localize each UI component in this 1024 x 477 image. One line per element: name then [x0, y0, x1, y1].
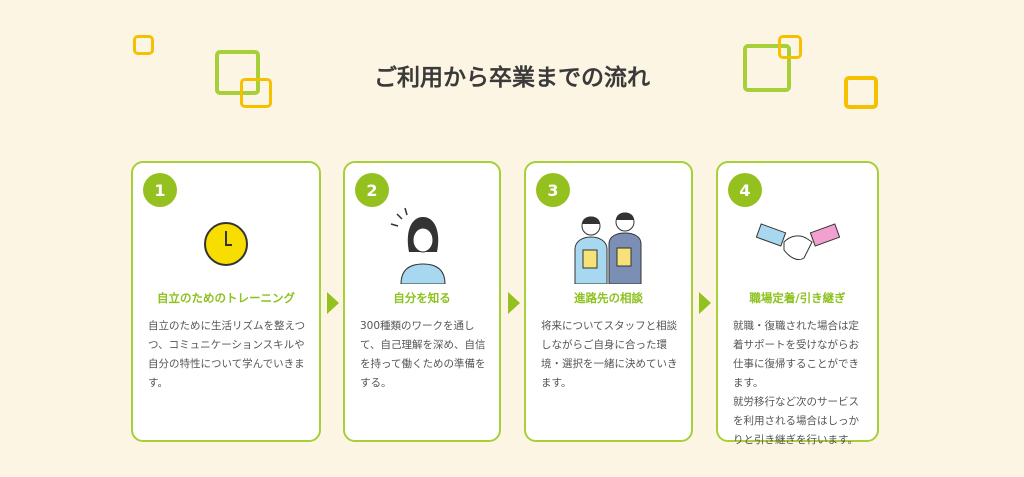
step-title: 自分を知る [393, 291, 451, 305]
step-title: 職場定着/引き継ぎ [749, 291, 846, 305]
deco-square [215, 50, 260, 95]
step-number: 3 [536, 173, 570, 207]
arrow-right-icon [699, 292, 711, 314]
step-number: 1 [143, 173, 177, 207]
step-number: 2 [355, 173, 389, 207]
deco-square [743, 44, 791, 92]
handshake-icon [718, 203, 877, 285]
staff-consultation-icon [526, 203, 691, 285]
step-description: 300種類のワークを通し て、自己理解を深め、自信 を持って働くための準備を す… [360, 320, 486, 389]
deco-square [778, 35, 802, 59]
step-card-1: 1 自立のためのトレーニング 自立のために生活リズムを整えつ つ、コミュニケーシ… [131, 161, 321, 442]
deco-square [844, 76, 878, 109]
person-thinking-icon [345, 203, 499, 285]
step-number: 4 [728, 173, 762, 207]
clock-icon [133, 203, 319, 285]
step-description: 将来についてスタッフと相談 しながらご自身に合った環 境・選択を一緒に決めていき… [541, 320, 678, 389]
page-title: ご利用から卒業までの流れ [374, 65, 650, 91]
arrow-right-icon [327, 292, 339, 314]
step-card-4: 4 職場定着/引き継ぎ 就職・復職された場合は定 着サポートを受けながらお 仕事… [716, 161, 879, 446]
deco-square [240, 78, 272, 108]
step-title: 進路先の相談 [574, 291, 643, 305]
step-title: 自立のためのトレーニング [157, 291, 295, 305]
step-card-3: 3 進路先の相談 将来についてスタッフと相談 しながらご自身に合った環 境・選択… [524, 161, 693, 442]
arrow-right-icon [508, 292, 520, 314]
deco-square [133, 35, 154, 55]
step-card-2: 2 自分を知る 300種類のワークを通し て、自己理解を深め、自信 を持って働く… [343, 161, 501, 442]
step-description: 自立のために生活リズムを整えつ つ、コミュニケーションスキルや 自分の特性につい… [148, 320, 306, 389]
step-description: 就職・復職された場合は定 着サポートを受けながらお 仕事に復帰することができ ま… [733, 320, 859, 446]
